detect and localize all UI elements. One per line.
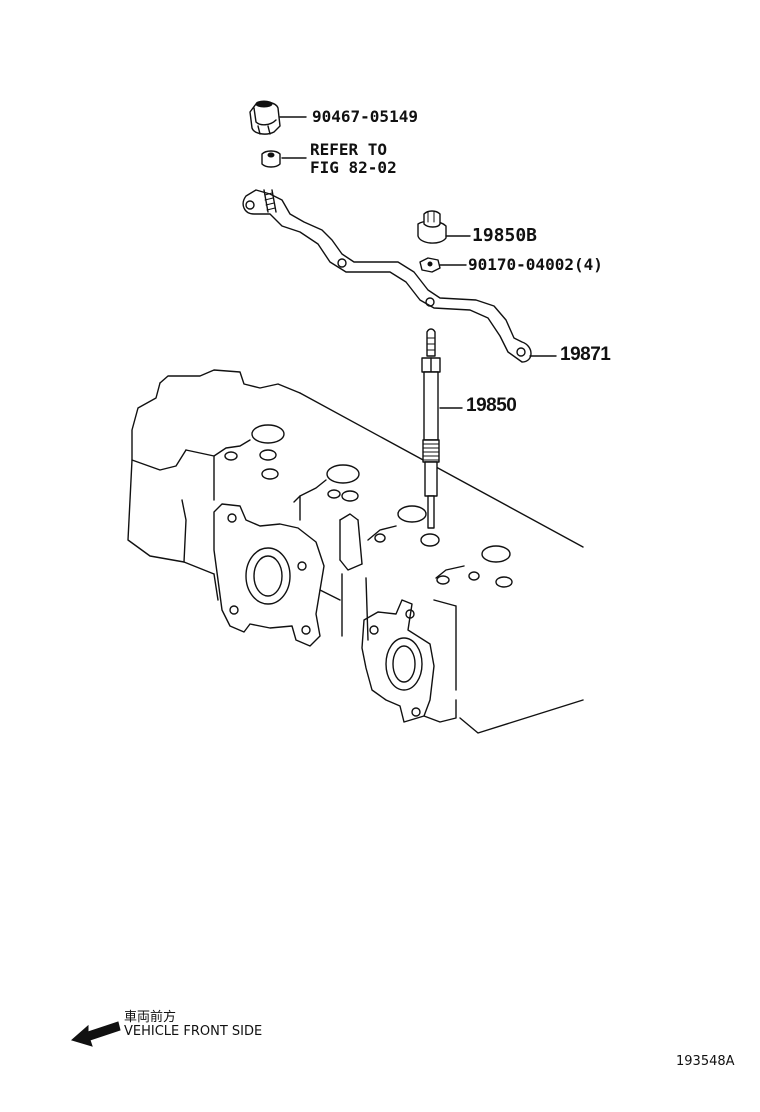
- glow-plug-bus-bar: [242, 189, 532, 363]
- glow-plug-connector: [417, 210, 471, 244]
- glow-plug: [421, 328, 463, 529]
- arrow-left-icon: [70, 1021, 121, 1047]
- small-nut: [261, 150, 307, 168]
- label-nut-small-part: 90170-04002(4): [468, 255, 603, 274]
- figure-code: 193548A: [676, 1054, 735, 1069]
- label-bus-bar-part: 19871: [560, 344, 611, 365]
- label-glow-plug-part: 19850: [466, 395, 517, 416]
- label-refer-line1: REFER TO: [310, 140, 388, 159]
- cylinder-head-illustration: [127, 369, 584, 734]
- label-nut-part: 90467-05149: [312, 107, 418, 126]
- direction-japanese: 車両前方: [124, 1010, 177, 1025]
- cap-nut: [249, 100, 307, 135]
- label-refer-line2: FIG 82-02: [310, 158, 397, 177]
- label-connector-part: 19850B: [472, 225, 538, 246]
- hex-nut: [419, 257, 467, 273]
- direction-english: VEHICLE FRONT SIDE: [124, 1024, 263, 1039]
